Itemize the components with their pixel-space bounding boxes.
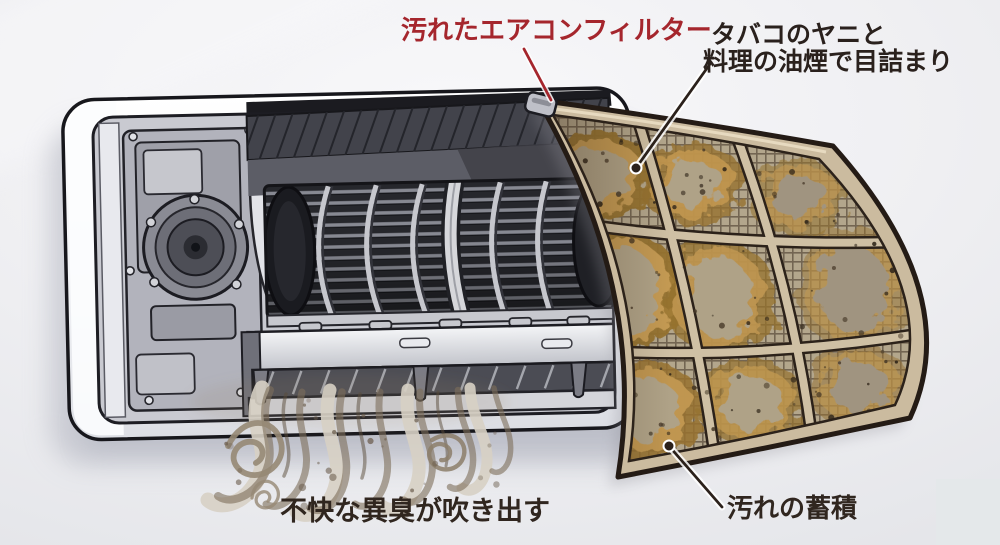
filter-left-shading xyxy=(553,115,911,461)
fan-rib-shadows xyxy=(321,180,555,315)
fan-motor xyxy=(142,193,250,301)
panel-slot xyxy=(541,338,573,350)
clog-cause-label-line2: 料理の油煙で目詰まり xyxy=(703,47,954,76)
fan-ribs xyxy=(316,180,552,316)
dirty-filter-label: 汚れたエアコンフィルター xyxy=(401,16,712,46)
panel-slot xyxy=(399,337,431,349)
leader-lines xyxy=(521,46,726,511)
leader-line-clog-cause xyxy=(634,62,712,170)
leader-line-dirty-filter xyxy=(522,47,553,102)
clog-cause-label-line1: タバコのヤニと xyxy=(711,20,887,49)
smoke-strands xyxy=(214,385,514,514)
smoke-particles xyxy=(224,398,500,518)
marker-dot-dirt-accumulation xyxy=(662,439,676,453)
wall-corner-patch xyxy=(936,479,1000,545)
dirt-accumulation-label: 汚れの蓄積 xyxy=(727,494,858,524)
marker-dot-clog-cause xyxy=(629,161,643,175)
odor-label: 不快な異臭が吹き出す xyxy=(280,496,550,527)
filter-inner-outline xyxy=(550,113,912,463)
odor-smoke xyxy=(190,374,514,522)
wall-light-streak xyxy=(0,0,405,178)
interior-left-rim xyxy=(97,122,127,419)
crossflow-fan xyxy=(262,176,615,320)
filter-top-highlight xyxy=(547,106,827,154)
leader-line-dirt-accumulation xyxy=(667,444,724,509)
